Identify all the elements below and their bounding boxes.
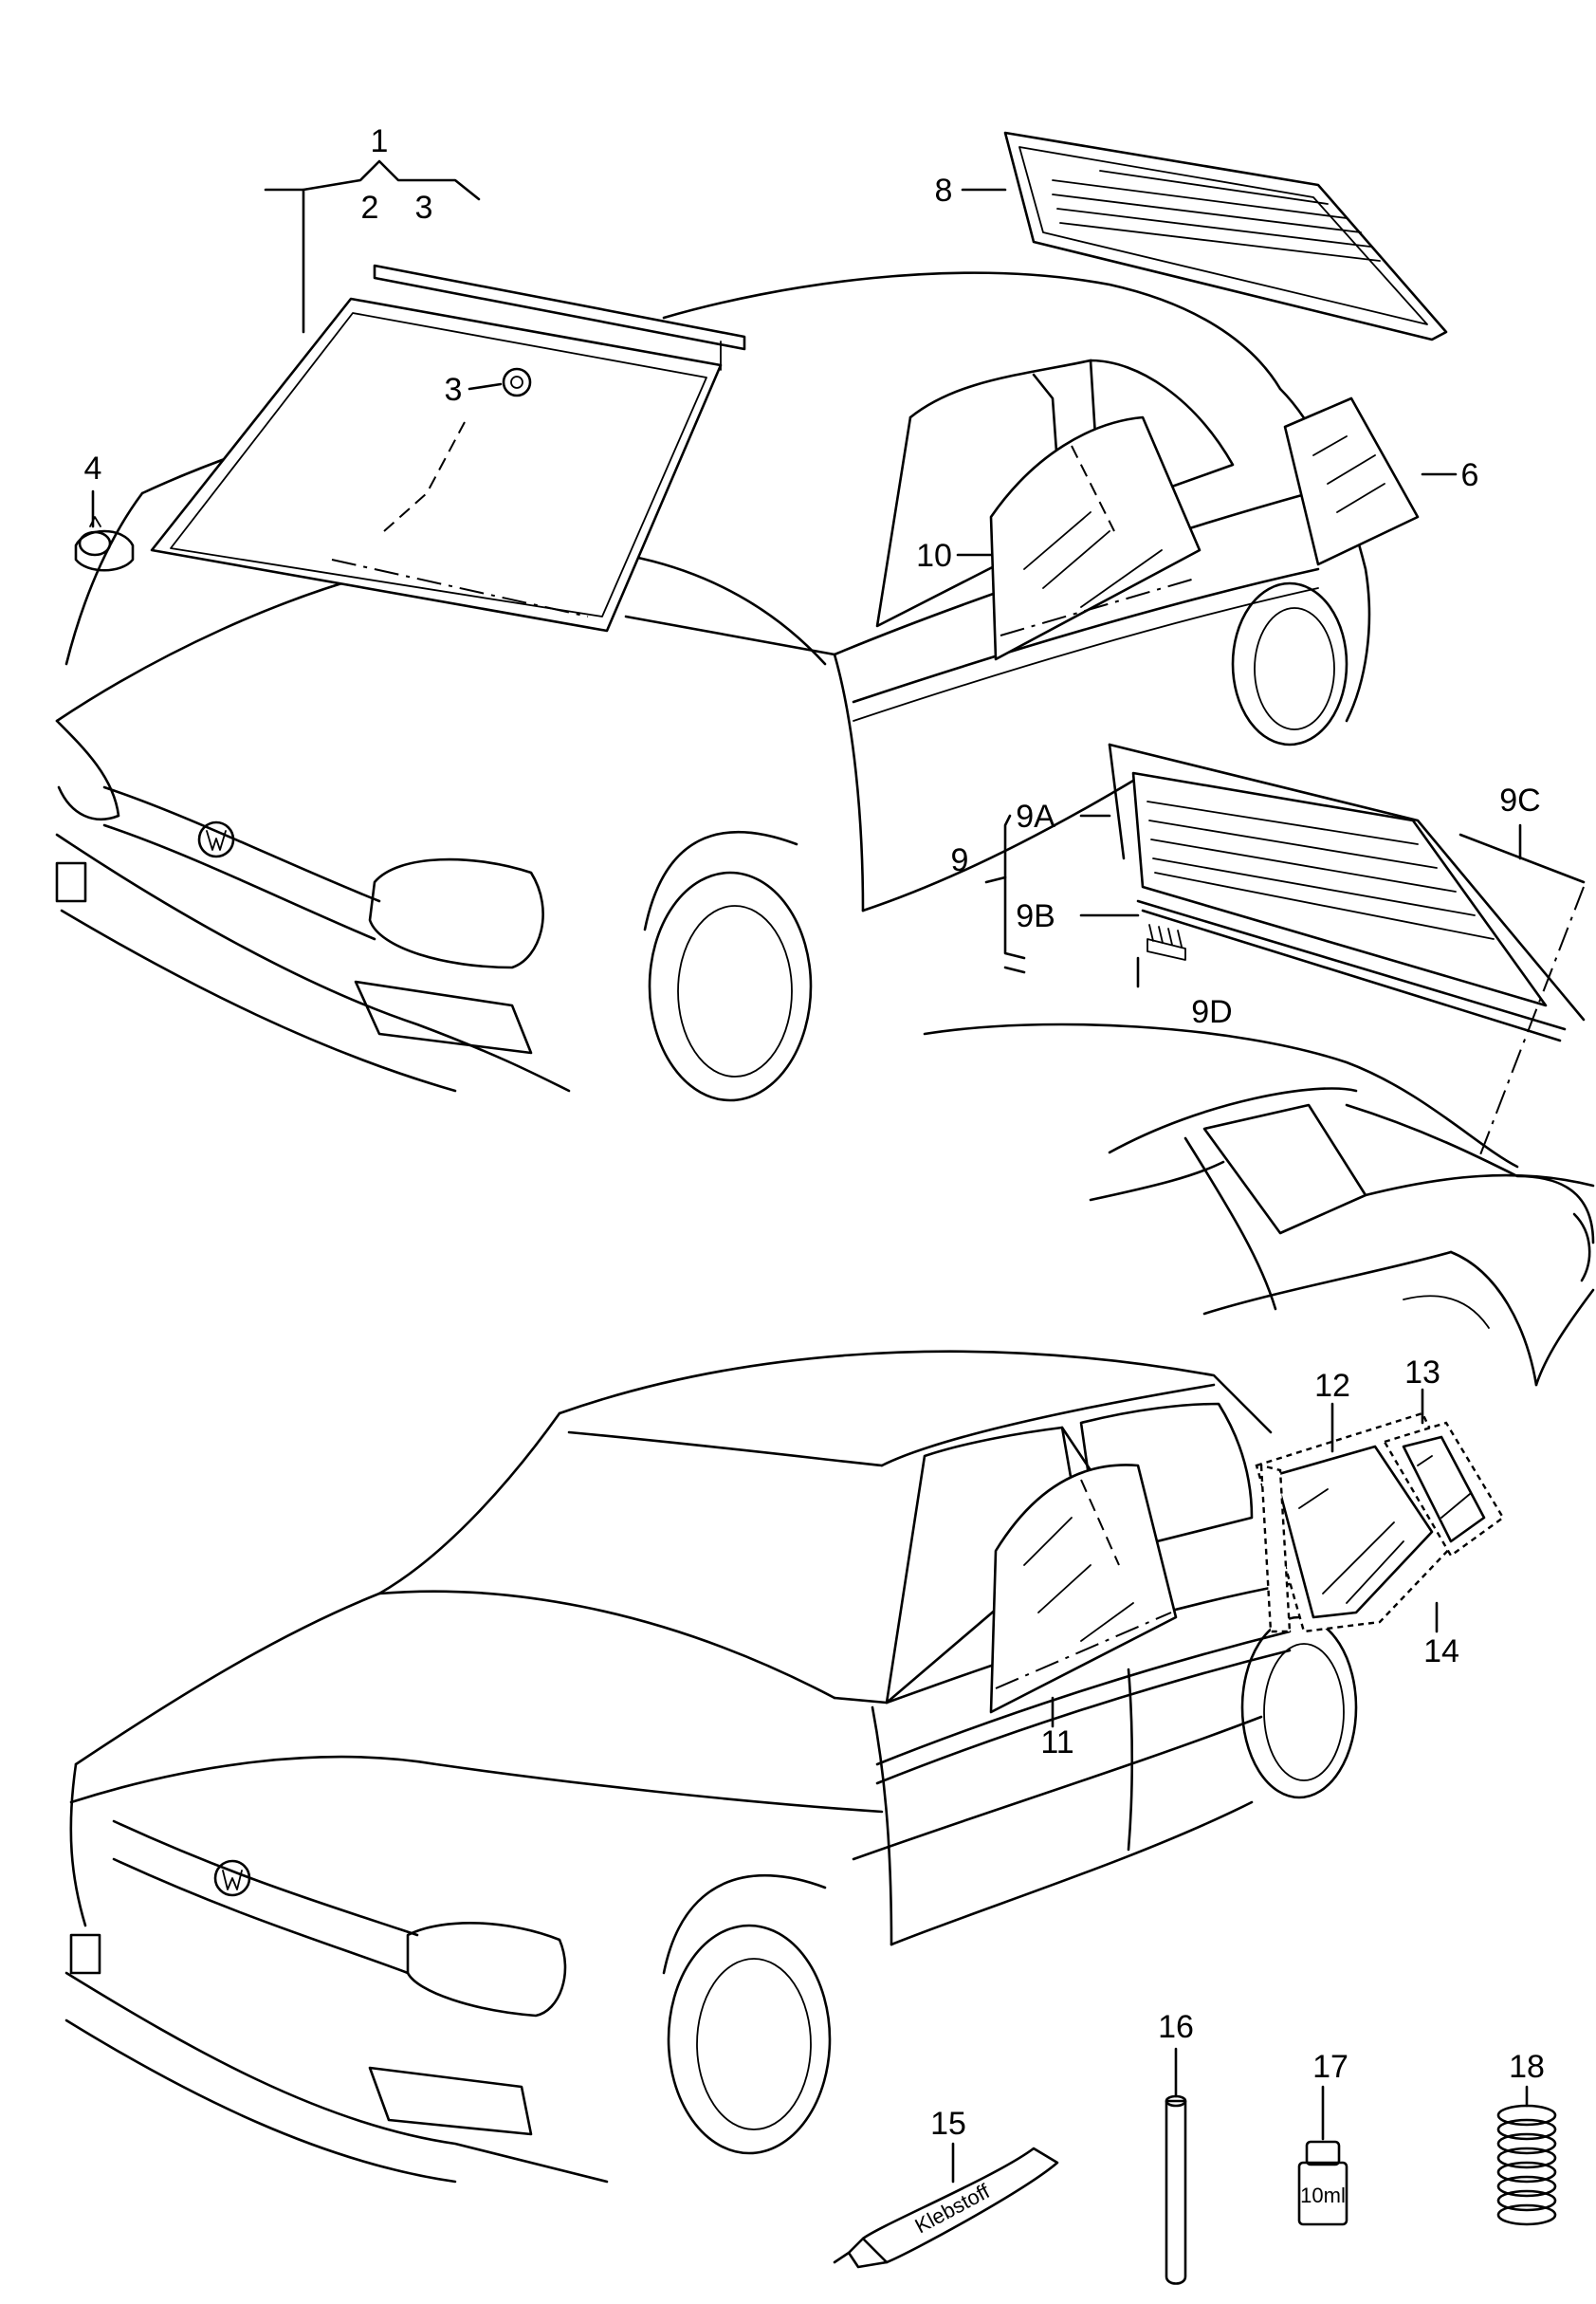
fixed-quarter-glass-part-13 (1383, 1421, 1505, 1558)
callout-9B: 9B (1016, 898, 1055, 934)
leader-lines (91, 159, 1529, 2184)
bottle-part-17 (1297, 2140, 1348, 2226)
rear-window-part-8 (1003, 131, 1448, 341)
callout-2: 2 (361, 190, 379, 226)
rod-part-16 (1165, 2094, 1187, 2285)
callout-11: 11 (1040, 1724, 1073, 1760)
windscreen-strip-part-2 (373, 264, 746, 371)
seal-part-14 (1259, 1464, 1292, 1633)
callout-9D: 9D (1191, 994, 1232, 1030)
callout-4: 4 (84, 451, 102, 487)
callout-8: 8 (935, 173, 953, 209)
middle-car-fragment (923, 1023, 1595, 1387)
door-glass-part-11 (989, 1464, 1178, 1714)
top-car-drawing (55, 271, 1371, 1102)
callout-12: 12 (1314, 1368, 1350, 1404)
callout-labels: 1 2 3 3 4 6 8 9 9A 9B 9C 9D 10 11 12 13 … (84, 123, 1545, 2142)
quarter-glass-part-6 (1283, 396, 1420, 566)
callout-13: 13 (1404, 1355, 1440, 1391)
callout-16: 16 (1158, 2009, 1194, 2045)
callout-3: 3 (445, 372, 463, 408)
callout-9C: 9C (1499, 783, 1540, 819)
clip-part-4 (74, 516, 135, 572)
callout-9: 9 (951, 842, 969, 878)
bottle-label: 10ml (1300, 2184, 1346, 2207)
callout-10: 10 (916, 538, 952, 574)
callout-15: 15 (930, 2106, 966, 2142)
rear-glass-assembly-part-9 (1108, 743, 1586, 1158)
callout-3-header: 3 (415, 190, 433, 226)
callout-17: 17 (1312, 2049, 1348, 2085)
callout-6: 6 (1461, 457, 1479, 493)
door-glass-part-10 (989, 415, 1202, 661)
mirror-base-part-3 (502, 367, 532, 397)
callout-1: 1 (371, 123, 389, 159)
coil-part-18 (1496, 2104, 1557, 2226)
callout-18: 18 (1509, 2049, 1545, 2085)
windscreen-part-1 (150, 297, 723, 633)
bottom-car-drawing (64, 1350, 1358, 2184)
callout-9A: 9A (1016, 799, 1055, 835)
callout-14: 14 (1423, 1633, 1459, 1669)
adhesive-tube-part-15 (833, 2147, 1059, 2269)
